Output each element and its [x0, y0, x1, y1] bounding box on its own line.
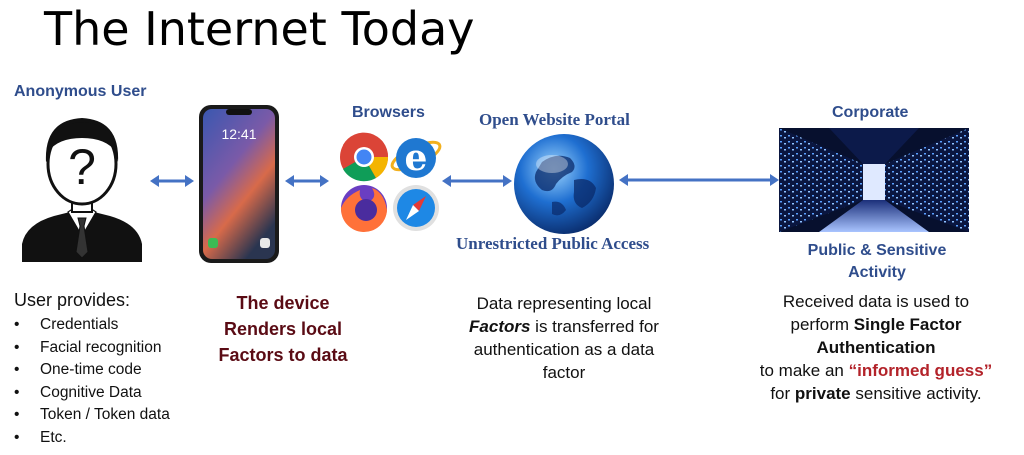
smartphone-icon: [199, 105, 279, 263]
chrome-icon: [340, 132, 389, 182]
corporate-description: Received data is used to perform Single …: [734, 290, 1018, 405]
page-title: The Internet Today: [44, 2, 475, 56]
corporate-activity-label: Public & Sensitive Activity: [792, 240, 962, 284]
factors-emphasis: Factors: [469, 317, 531, 336]
svg-text:e: e: [405, 137, 428, 179]
authentication-emphasis: Authentication: [816, 338, 936, 357]
browsers-label: Browsers: [352, 104, 425, 121]
list-item: Token / Token data: [14, 404, 170, 427]
safari-icon: [393, 185, 439, 231]
anonymous-user-label: Anonymous User: [14, 83, 147, 100]
informed-guess-emphasis: “informed guess”: [848, 361, 993, 380]
portal-desc-text: is transferred for: [530, 317, 659, 336]
private-emphasis: private: [794, 384, 851, 403]
list-item: One-time code: [14, 359, 170, 382]
corporate-desc-line: for private sensitive activity.: [734, 382, 1018, 405]
corporate-desc-text: to make an: [759, 361, 849, 380]
portal-desc-line: Factors is transferred for: [446, 315, 682, 338]
arrow-device-browsers: [285, 175, 329, 187]
portal-access-label: Unrestricted Public Access: [456, 234, 650, 253]
list-item: Etc.: [14, 427, 170, 450]
arrow-browsers-portal: [442, 175, 512, 187]
corporate-activity-line: Activity: [848, 264, 906, 281]
firefox-icon: [340, 185, 387, 233]
phone-clock: 12:41: [221, 126, 257, 142]
user-provides-heading: User provides:: [14, 290, 131, 310]
anonymous-user-icon: ?: [22, 118, 142, 262]
device-caption-line: Factors to data: [218, 345, 348, 365]
arrow-portal-corporate: [619, 174, 779, 186]
device-caption: The device Renders local Factors to data: [218, 290, 348, 368]
portal-label: Open Website Portal: [479, 110, 630, 129]
portal-desc-line: factor: [542, 363, 586, 382]
portal-description: Data representing local Factors is trans…: [446, 292, 682, 384]
corporate-activity-line: Public & Sensitive: [807, 242, 947, 259]
globe-icon: [514, 134, 614, 234]
list-item: Credentials: [14, 314, 170, 337]
arrow-user-device: [150, 175, 194, 187]
device-caption-line: The device: [236, 293, 330, 313]
corporate-desc-text: perform: [790, 315, 854, 334]
list-item: Facial recognition: [14, 337, 170, 360]
svg-text:?: ?: [68, 139, 96, 195]
list-item: Cognitive Data: [14, 382, 170, 405]
corporate-desc-text: sensitive activity.: [850, 384, 982, 403]
device-caption-line: Renders local: [223, 319, 343, 339]
browser-icons-cluster: e: [340, 132, 442, 233]
portal-desc-line: authentication as a data: [473, 340, 655, 359]
datacenter-image: [779, 128, 969, 232]
corporate-desc-line: Authentication: [734, 336, 1018, 359]
corporate-desc-line: to make an “informed guess”: [734, 359, 1018, 382]
user-provides-list: Credentials Facial recognition One-time …: [14, 314, 170, 449]
corporate-desc-line: Received data is used to: [782, 292, 970, 311]
single-factor-emphasis: Single Factor: [853, 315, 962, 334]
corporate-desc-line: perform Single Factor: [734, 313, 1018, 336]
corporate-desc-text: for: [770, 384, 795, 403]
portal-desc-line: Data representing local: [476, 294, 652, 313]
corporate-label: Corporate: [832, 104, 909, 121]
internet-explorer-icon: e: [390, 137, 442, 179]
